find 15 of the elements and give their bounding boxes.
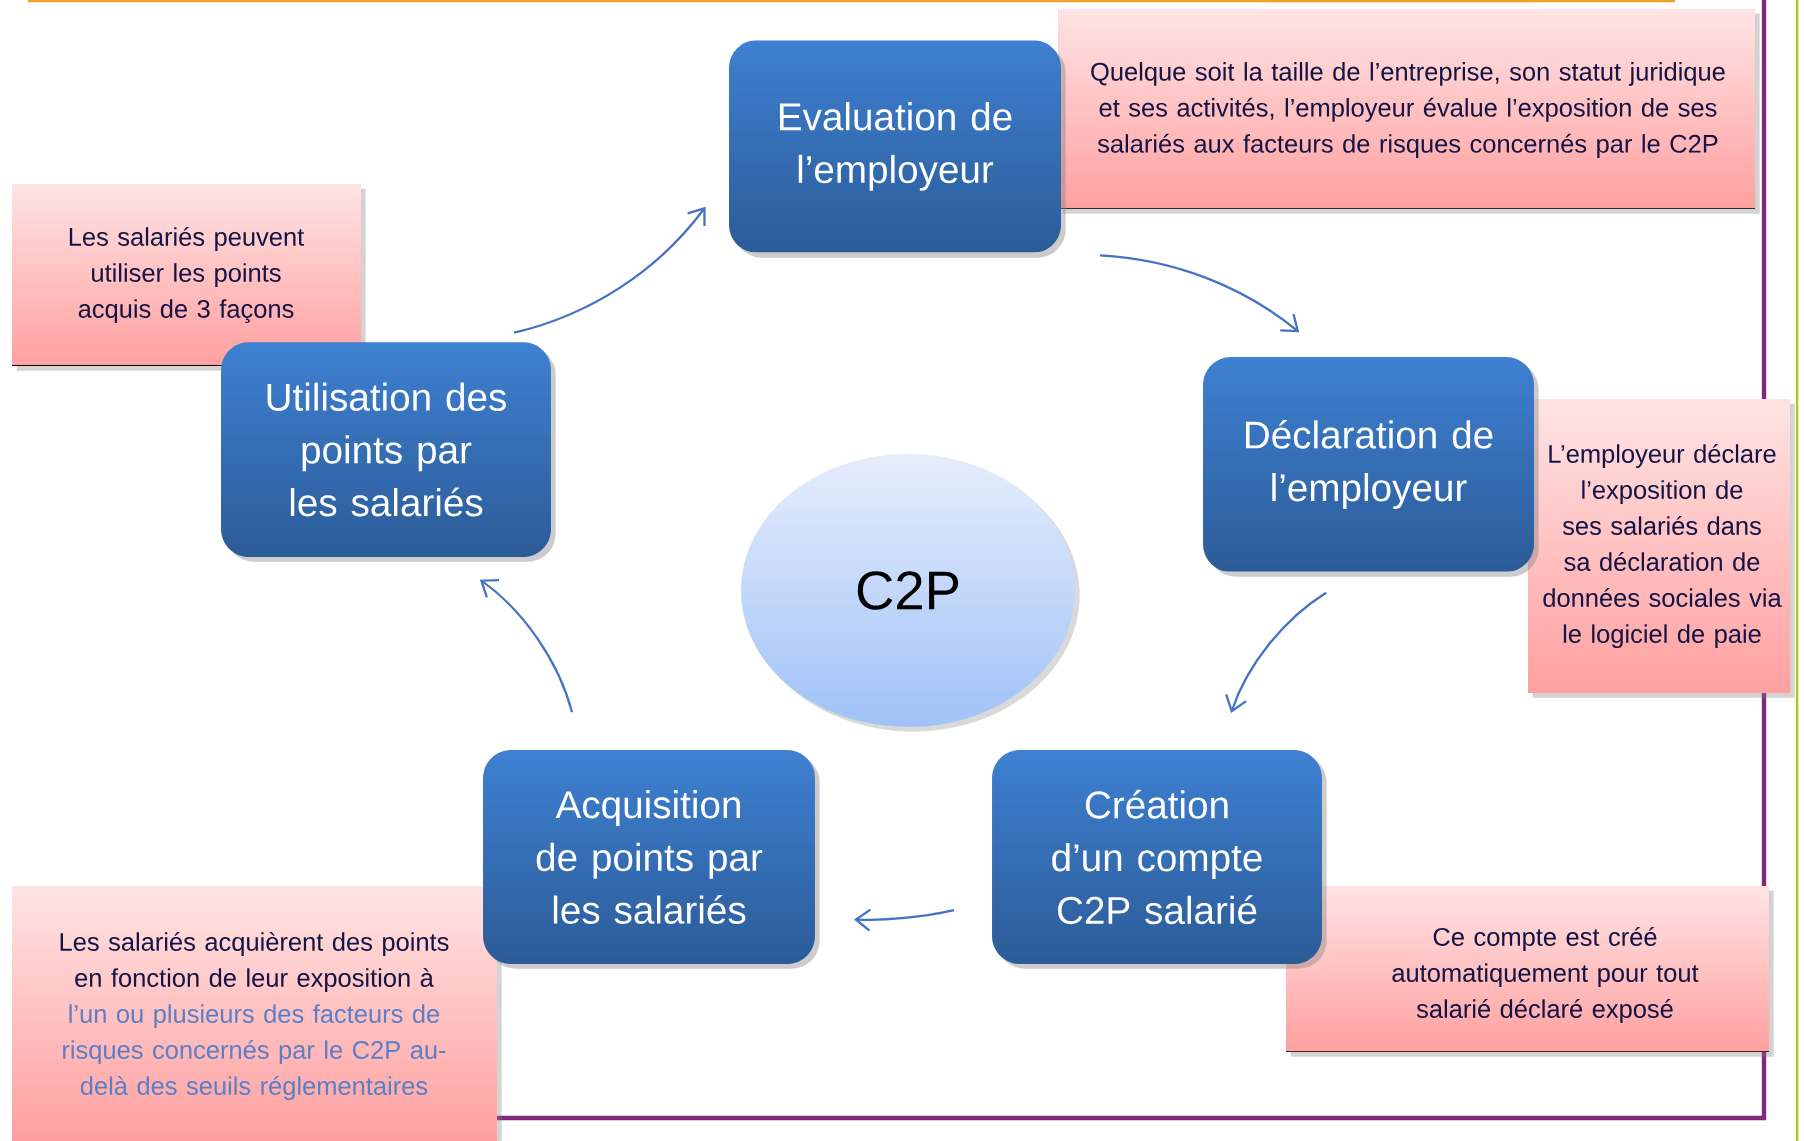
note-box: Les salariés acquièrent des points en fonction de leur exposition à l’un ou plusieurs des facteurs de risques concernés par le C2P au-delà des seuils réglementaires (12, 886, 502, 1141)
arrow (854, 908, 955, 932)
arrow (1225, 591, 1327, 713)
process-box: Acquisition de points par les salariés (483, 750, 820, 969)
process-box: Déclaration de l’employeur (1203, 357, 1539, 577)
process-box: Utilisation des points par les salariés (221, 342, 556, 562)
note-box: L’employeur déclare l’exposition de ses salariés dans sa déclaration de données sociales via le logiciel de paie (1528, 399, 1795, 698)
note-box: Les salariés peuvent utiliser les points acquis de 3 façons (12, 184, 366, 371)
note-box: Quelque soit la taille de l’entreprise, son statut juridique et ses activités, l’employeur évalue l’exposition de ses salariés aux facteurs de risques concernés par le C2P (1058, 9, 1760, 214)
arrow (479, 579, 574, 713)
arrow (1099, 254, 1300, 333)
process-box: Création d’un compte C2P salarié (992, 750, 1327, 969)
arrow (513, 206, 706, 334)
process-box: Evaluation de l’employeur (729, 40, 1066, 258)
note-box: Ce compte est créé automatiquement pour tout salarié déclaré exposé (1286, 886, 1774, 1057)
